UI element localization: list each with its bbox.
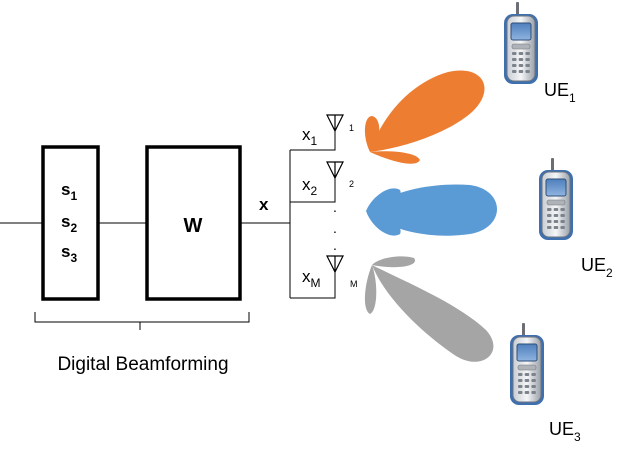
antenna-icon bbox=[326, 161, 344, 180]
signal-label-s3: s3 bbox=[61, 242, 77, 265]
bracket-caption: Digital Beamforming bbox=[57, 354, 228, 375]
beam-pattern-1 bbox=[364, 70, 485, 164]
antenna-icon bbox=[326, 114, 344, 133]
ellipsis-dot: . bbox=[333, 220, 337, 236]
mobile-phone-icon bbox=[538, 157, 574, 241]
antenna-signal-label-1: x1 bbox=[302, 125, 318, 148]
beam-pattern-2 bbox=[366, 184, 497, 236]
user-label-2: UE2 bbox=[581, 255, 613, 280]
antenna-index-m: M bbox=[350, 279, 358, 289]
bracket bbox=[34, 312, 250, 330]
user-label-1: UE1 bbox=[544, 80, 576, 105]
beam-pattern-3 bbox=[364, 256, 494, 362]
mobile-phone-icon bbox=[503, 1, 539, 85]
antenna-signal-label-2: x2 bbox=[302, 175, 318, 198]
signals-block bbox=[41, 145, 100, 301]
antenna-index-1: 1 bbox=[349, 123, 354, 133]
precoder-block bbox=[145, 145, 242, 301]
antenna-icon bbox=[326, 255, 344, 274]
user-label-3: UE3 bbox=[549, 419, 581, 444]
ellipsis-dot: . bbox=[333, 237, 337, 253]
antenna-index-2: 2 bbox=[349, 179, 354, 189]
precoder-label: W bbox=[184, 215, 203, 237]
mobile-phone-icon bbox=[509, 322, 545, 406]
output-vector-label: x bbox=[259, 195, 269, 214]
signal-label-s2: s2 bbox=[61, 212, 77, 235]
signal-label-s1: s1 bbox=[61, 180, 77, 203]
ellipsis-dot: . bbox=[333, 199, 337, 215]
antenna-signal-label-m: xM bbox=[302, 267, 321, 290]
antenna-feed-lines bbox=[290, 131, 336, 299]
